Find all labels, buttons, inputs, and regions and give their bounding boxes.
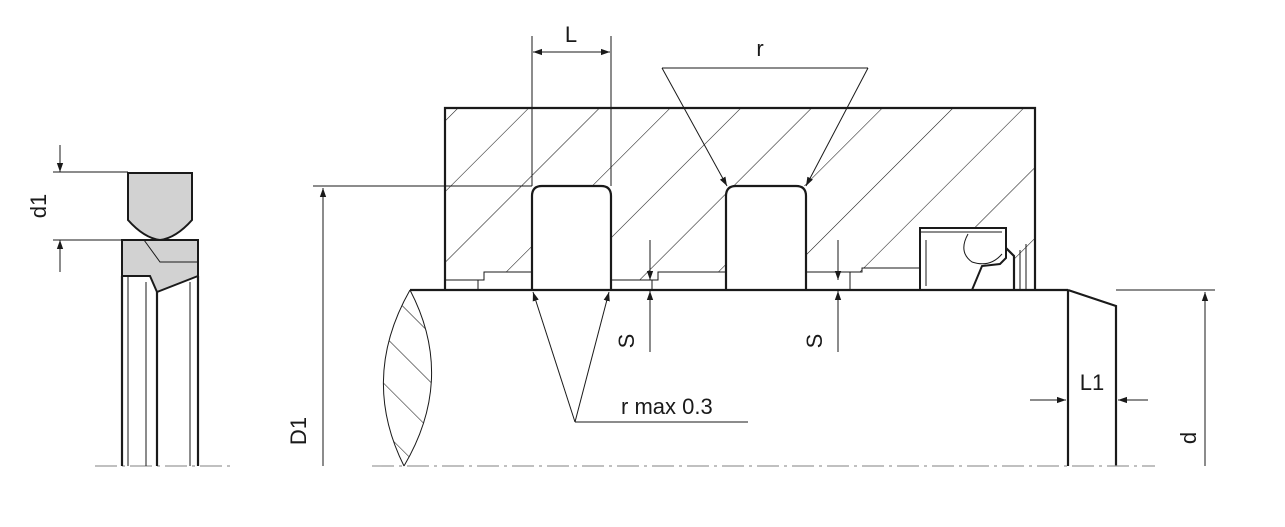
r-max-label: r max 0.3	[621, 394, 713, 419]
shaft	[372, 288, 1155, 467]
L1-label: L1	[1080, 370, 1104, 395]
housing-section	[445, 108, 1035, 290]
r-label: r	[756, 36, 763, 61]
s-label-right: S	[802, 334, 827, 349]
ring-profile-base	[121, 239, 199, 294]
d-label: d	[1176, 432, 1201, 444]
L-label: L	[565, 22, 577, 47]
D1-label: D1	[286, 417, 311, 445]
seal-profile-detail: d1	[26, 145, 232, 467]
d1-label: d1	[26, 194, 51, 218]
housing-assembly: L r S S r max 0.3 D1 L1 d	[286, 22, 1215, 467]
s-label-left: S	[614, 334, 639, 349]
ring-profile-top	[127, 172, 193, 242]
